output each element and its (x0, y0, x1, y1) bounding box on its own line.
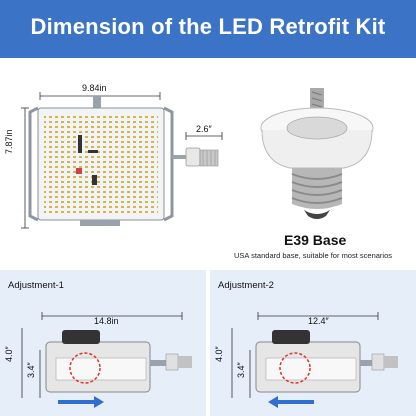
page-title: Dimension of the LED Retrofit Kit (30, 14, 386, 39)
side-e39-base (172, 147, 219, 167)
width-label: 9.84in (82, 83, 107, 93)
neck-length-label: 2.6″ (196, 124, 212, 134)
adjustment-2-panel: Adjustment-2 12.4″ 4.0″ 3.4″ (210, 270, 416, 416)
panel-divider (206, 270, 210, 416)
adjustment-1-drawing (21, 312, 192, 408)
adjustment-1-label: Adjustment-1 (8, 280, 64, 291)
adjustment-2-height-outer: 4.0″ (214, 346, 224, 362)
product-illustration: 9.84in 7.87in 2.6″ (0, 58, 416, 268)
top-bolt (93, 96, 101, 108)
slide-left-arrow (268, 396, 314, 408)
adjustment-1-height-outer: 4.0″ (4, 346, 14, 362)
e39-base-closeup (260, 88, 374, 219)
retrofit-kit-drawing (21, 88, 374, 229)
height-label: 7.87in (4, 129, 14, 154)
adjustment-1-panel: Adjustment-1 14.8in 4.0″ 3.4″ (0, 270, 206, 416)
adjustment-2-height-inner: 3.4″ (236, 362, 246, 378)
adjustment-2-label: Adjustment-2 (218, 280, 274, 291)
adjustment-1-length: 14.8in (94, 316, 119, 326)
base-description: USA standard base, suitable for most sce… (234, 251, 392, 260)
slide-right-arrow (58, 396, 104, 408)
base-title: E39 Base (284, 232, 347, 248)
led-panel (37, 107, 165, 221)
adjustment-2-drawing (231, 312, 398, 408)
title-banner: Dimension of the LED Retrofit Kit (0, 0, 416, 58)
adjustment-2-length: 12.4″ (308, 316, 329, 326)
adjustment-1-height-inner: 3.4″ (26, 362, 36, 378)
